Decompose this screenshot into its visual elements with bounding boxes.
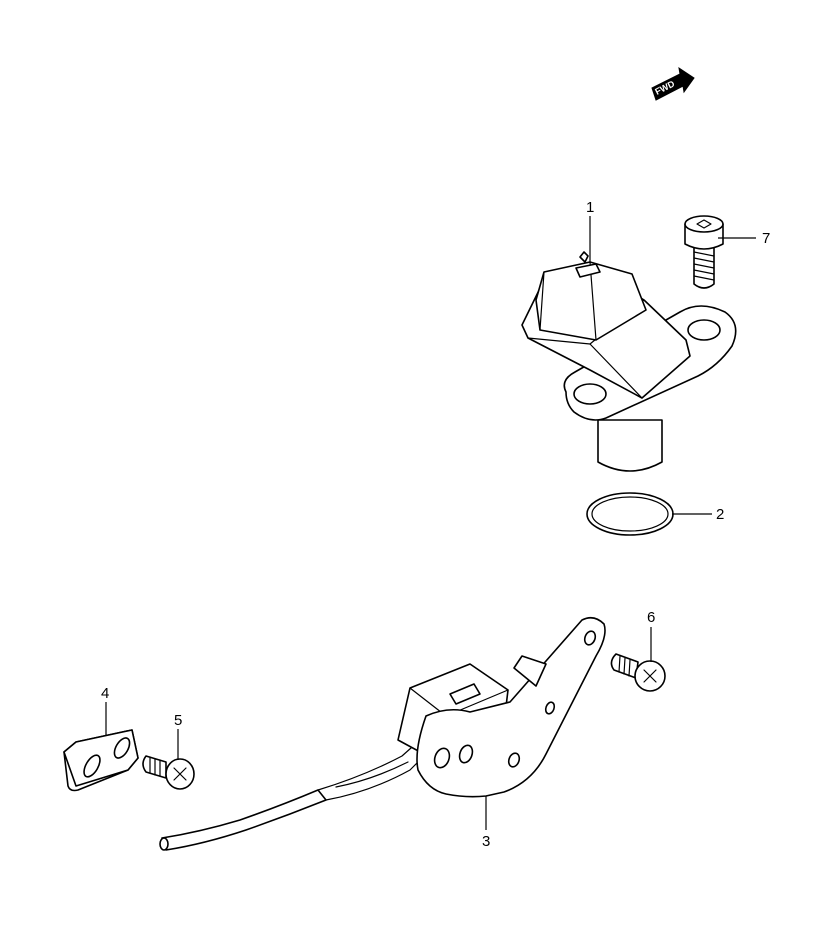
sensor-bracket-part-3 (159, 616, 606, 851)
callout-6: 6 (647, 609, 655, 626)
o-ring-part-2 (586, 492, 674, 536)
callout-2: 2 (716, 506, 724, 523)
callout-1: 1 (586, 199, 594, 216)
callout-7: 7 (762, 230, 770, 247)
callout-5: 5 (174, 712, 182, 729)
clamp-plate-part-4 (63, 729, 139, 792)
callout-4: 4 (101, 685, 109, 702)
fwd-arrow-icon: FWD (651, 66, 695, 101)
bolt-part-7 (684, 215, 724, 289)
leader-lines (105, 216, 756, 830)
sensor-part-1 (521, 251, 737, 472)
callout-3: 3 (482, 833, 490, 850)
screw-part-6 (610, 653, 666, 692)
screw-part-5 (142, 755, 195, 790)
